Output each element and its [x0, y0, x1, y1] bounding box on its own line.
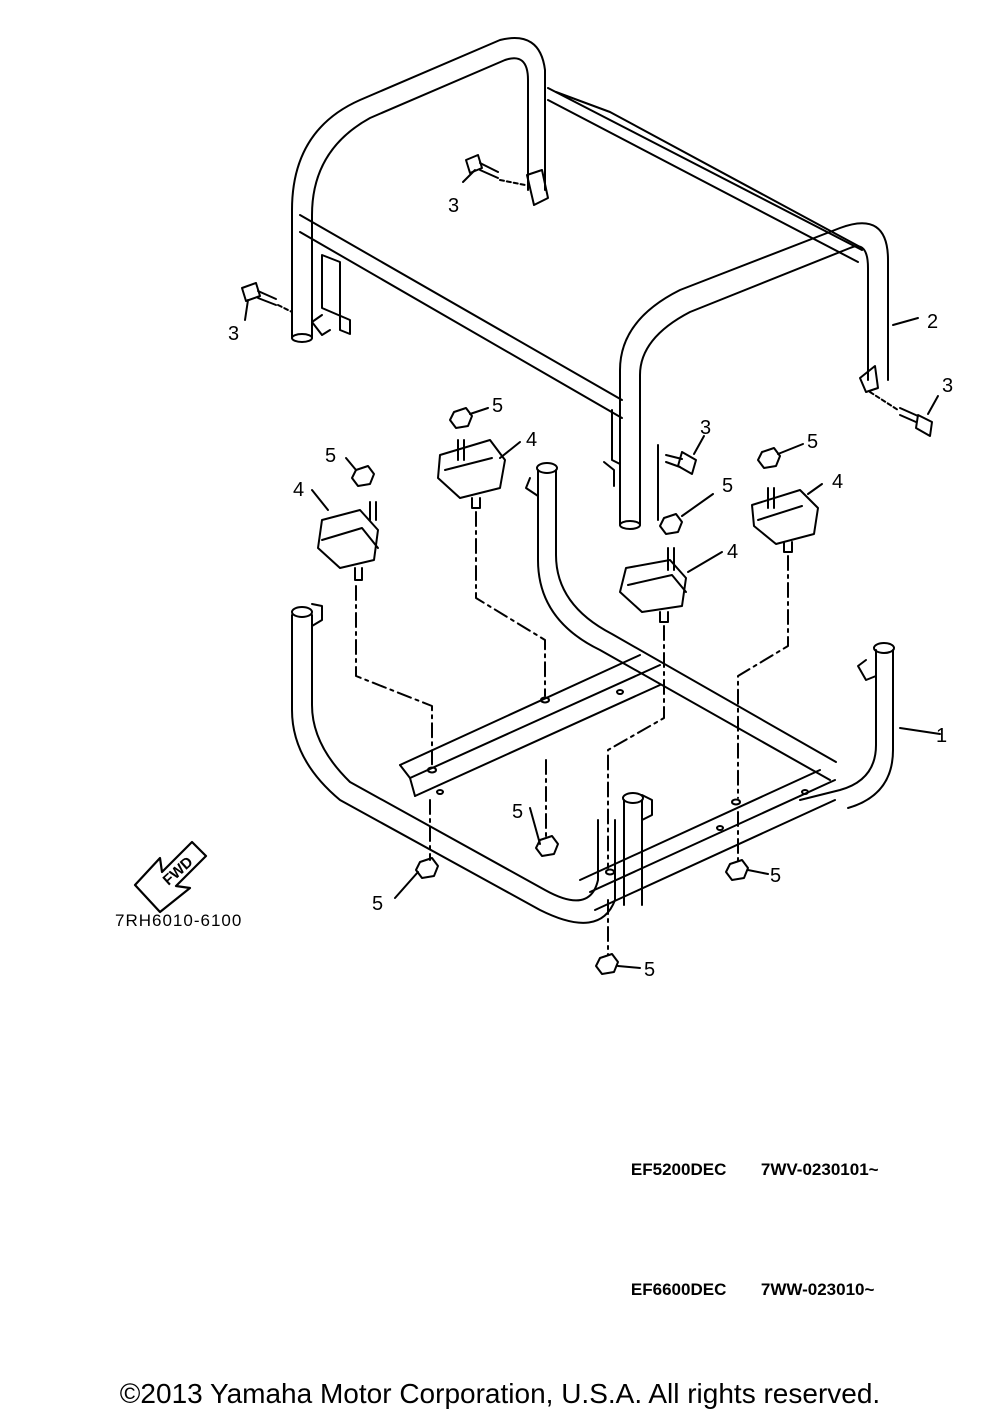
callout-4: 4	[293, 479, 304, 501]
callout-labels: 1 2 3 3 3 3 4 4 4 4 5 5 5 5 5 5 5 5	[228, 195, 953, 981]
diagram-code: 7RH6010-6100	[115, 911, 242, 930]
callout-5: 5	[492, 395, 503, 417]
model-row: EF6600DEC 7WW-023010~	[612, 1254, 879, 1326]
leader-lines	[244, 169, 941, 969]
fwd-arrow-icon	[133, 840, 208, 914]
model-serial: 7WW-023010~	[760, 1280, 875, 1299]
callout-5: 5	[644, 959, 655, 981]
model-name: EF6600DEC	[630, 1280, 727, 1299]
model-serial: 7WV-0230101~	[760, 1160, 879, 1179]
callout-2: 2	[927, 311, 938, 333]
callout-4: 4	[727, 541, 738, 563]
model-row: EF5200DEC 7WV-0230101~	[612, 1134, 879, 1206]
callout-5: 5	[325, 445, 336, 467]
callout-5: 5	[770, 865, 781, 887]
callout-3: 3	[228, 323, 239, 345]
callout-5: 5	[512, 801, 523, 823]
callout-5: 5	[807, 431, 818, 453]
copyright-notice: ©2013 Yamaha Motor Corporation, U.S.A. A…	[119, 1378, 881, 1409]
rubber-mounts	[317, 439, 819, 623]
nut-hardware	[351, 407, 781, 975]
upper-frame	[291, 37, 889, 530]
lower-frame	[291, 462, 895, 924]
callout-4: 4	[526, 429, 537, 451]
model-applicability: EF5200DEC 7WV-0230101~ EF6600DEC 7WW-02301…	[612, 1086, 879, 1350]
callout-5: 5	[372, 893, 383, 915]
callout-3: 3	[942, 375, 953, 397]
alignment-lines	[355, 511, 789, 956]
bolt-hardware	[241, 154, 933, 475]
callout-1: 1	[936, 725, 947, 747]
model-name: EF5200DEC	[630, 1160, 727, 1179]
callout-3: 3	[700, 417, 711, 439]
callout-4: 4	[832, 471, 843, 493]
callout-5: 5	[722, 475, 733, 497]
callout-3: 3	[448, 195, 459, 217]
